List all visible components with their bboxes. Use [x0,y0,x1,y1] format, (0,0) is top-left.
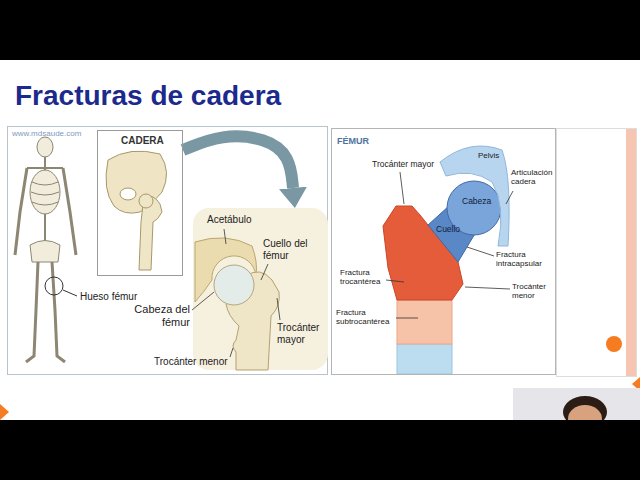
part-label: Trocánter menor [512,282,552,300]
leader-line [261,264,268,280]
leader-line [386,172,513,318]
leader-line [192,292,214,310]
side-decoration [0,129,640,421]
inset-box: CADERA [97,130,183,276]
skeleton [37,137,53,157]
closeup-panel: AcetábuloCuello del fémurTrocánter mayor [193,208,328,370]
leader-line [465,287,510,289]
box-heading: CADERA [121,135,164,147]
femur-fracture-zones [397,344,452,374]
part-label: Trocánter mayor [372,160,434,170]
part-label: Pelvis [478,151,499,160]
part-label: Hueso fémur [80,291,137,303]
leader-line [400,172,404,204]
watermark: www.mdsaude.com [12,129,81,138]
fracture-label: Fractura subtrocantérea [336,308,394,326]
curved-arrow [183,136,293,188]
letterbox-bar [0,0,640,60]
femur-highlight [45,277,77,296]
leader-line [467,247,494,256]
femur-highlight [45,277,63,295]
skeleton [31,182,59,205]
hip-illustration [139,194,153,208]
skeleton [30,241,60,263]
leader-line [396,318,418,319]
fracture-label: Fractura trocantérea [340,268,384,286]
part-label: Acetábulo [207,214,251,226]
hip-illustration [120,188,136,200]
side-decoration [0,404,9,420]
hip-illustration [106,151,167,270]
joint-closeup [193,208,328,370]
skeleton [15,137,76,362]
panel-heading: FÉMUR [337,136,369,146]
part-label: Articulación cadera [511,168,555,186]
side-decoration [557,129,637,377]
part-label: Cabeza del fémur [128,303,190,328]
part-label: Cabeza [462,197,491,207]
part-label: Cuello [436,225,460,235]
femur-fracture-zones [397,300,452,344]
part-label: Trocánter mayor [277,322,323,345]
part-label: Trocánter menor [154,356,228,368]
left-panel-frame [8,127,328,375]
skeleton [26,262,65,362]
letterbox-bar [0,420,640,480]
leader-line [277,298,280,320]
joint-closeup [193,208,328,370]
leader-line [386,280,404,282]
part-label: Cuello del fémur [263,238,313,261]
fracture-label: Fractura intracapsular [496,250,546,268]
femur-fracture-zones [383,146,509,374]
leader-line [224,229,226,244]
slide-title: Fracturas de cadera [15,80,281,112]
side-decoration [606,336,622,352]
left-panel-frame [8,127,328,375]
joint-closeup [214,265,254,305]
leader-line [230,348,233,357]
skeleton [27,167,63,169]
leader-line [506,191,513,204]
femur-highlight [63,290,77,296]
side-decoration [626,129,636,376]
skeleton [30,170,60,214]
